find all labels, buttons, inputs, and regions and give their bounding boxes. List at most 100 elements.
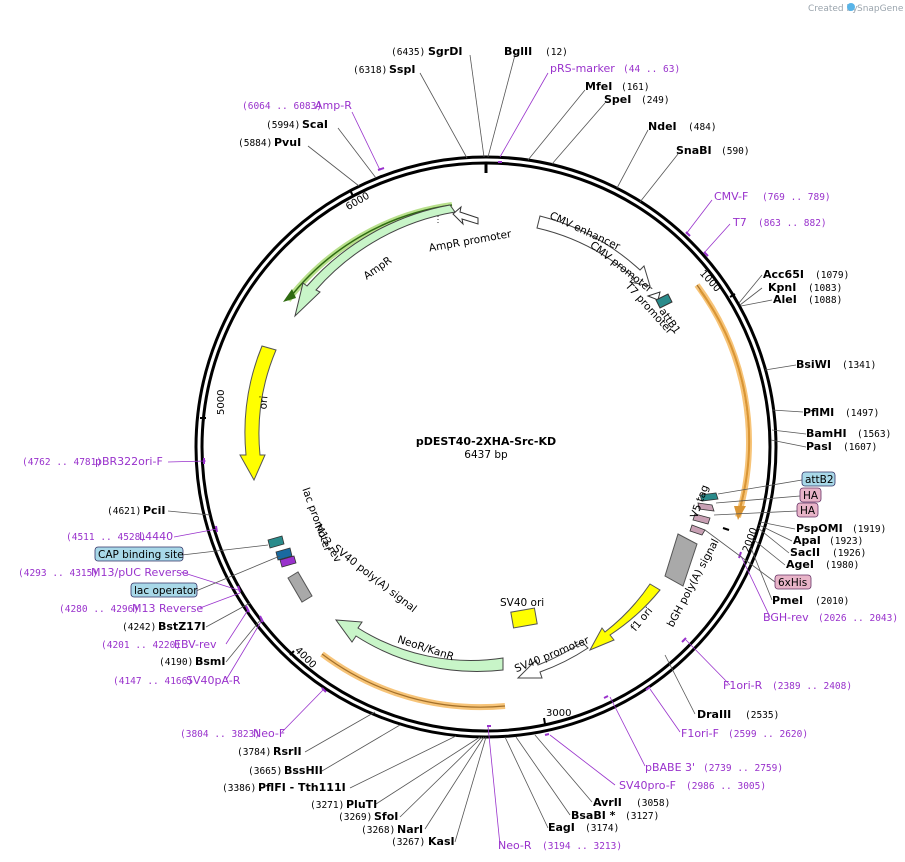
enzyme-pmei[interactable]: PmeI(2010) bbox=[772, 594, 849, 607]
enzyme-leaders bbox=[167, 54, 807, 843]
lac-operator-marker bbox=[267, 535, 285, 549]
enzyme-sgrdi[interactable]: (6435)SgrDI bbox=[391, 45, 462, 58]
primer-neo-f[interactable]: (3804 .. 3823)Neo-F bbox=[180, 727, 285, 740]
primer-pbr322ori-f[interactable]: (4762 .. 4781)pBR322ori-F bbox=[22, 455, 163, 468]
enzyme-draiii[interactable]: DraIII(2535) bbox=[697, 708, 779, 721]
primer-neo-r[interactable]: Neo-R(3194 .. 3213) bbox=[498, 839, 622, 852]
enzyme-pluti[interactable]: (3271)PluTI bbox=[310, 798, 377, 811]
ha-box-2[interactable]: HA bbox=[796, 502, 819, 518]
enzyme-ndei[interactable]: NdeI(484) bbox=[648, 120, 717, 133]
enzyme-nari[interactable]: (3268)NarI bbox=[361, 823, 423, 836]
enzyme-rsrii[interactable]: (3784)RsrII bbox=[237, 745, 302, 758]
ha-box-1[interactable]: HA bbox=[799, 487, 822, 503]
his-marker bbox=[689, 524, 706, 536]
enzyme-bstz17i[interactable]: (4242)BstZ17I bbox=[122, 620, 206, 633]
f1-ori-arrow bbox=[588, 583, 661, 652]
enzyme-pflfi-tth111i[interactable]: (3386)PflFI - Tth111I bbox=[222, 781, 346, 794]
enzyme-sspi[interactable]: (6318)SspI bbox=[353, 63, 415, 76]
enzyme-bglii[interactable]: BglII(12) bbox=[504, 45, 568, 58]
primer-m13-puc-reverse[interactable]: (4293 .. 4315)M13/pUC Reverse bbox=[18, 566, 189, 579]
primer-sv40pa-r[interactable]: (4147 .. 4166)SV40pA-R bbox=[113, 674, 241, 687]
primer-cmv-f[interactable]: CMV-F(769 .. 789) bbox=[714, 190, 831, 203]
t7-promoter-arrow bbox=[646, 291, 661, 301]
sv40-promoter-label: SV40 promoter bbox=[513, 634, 592, 675]
svg-text:6xHis: 6xHis bbox=[778, 577, 807, 589]
sv40-polya-label: SV40 poly(A) signal bbox=[331, 542, 419, 615]
tick-6000 bbox=[349, 189, 354, 197]
enzyme-pcii[interactable]: (4621)PciI bbox=[107, 504, 165, 517]
enzyme-avrii[interactable]: AvrII(3058) bbox=[593, 796, 670, 809]
enzyme-bsabi[interactable]: BsaBI *(3127) bbox=[571, 809, 659, 822]
ampr-arrow bbox=[294, 204, 456, 318]
v5-tag-label: V5 tag bbox=[688, 483, 711, 519]
enzyme-apai[interactable]: ApaI(1923) bbox=[793, 534, 863, 547]
enzyme-kpni[interactable]: KpnI(1083) bbox=[768, 281, 842, 294]
enzyme-pasi[interactable]: PasI(1607) bbox=[806, 440, 877, 453]
primer-f1ori-r[interactable]: F1ori-R(2389 .. 2408) bbox=[723, 679, 852, 692]
sv40-promoter-arrow bbox=[516, 641, 589, 679]
enzyme-sfoi[interactable]: (3269)SfoI bbox=[338, 810, 398, 823]
enzyme-bsshii[interactable]: (3665)BssHII bbox=[248, 764, 323, 777]
enzyme-mfei[interactable]: MfeI(161) bbox=[585, 80, 650, 93]
primer-t7[interactable]: T7(863 .. 882) bbox=[732, 216, 827, 229]
enzyme-alei[interactable]: AleI(1088) bbox=[773, 293, 842, 306]
ha-marker-2 bbox=[692, 513, 711, 525]
svg-text:lac operator: lac operator bbox=[134, 585, 198, 597]
ampr-promoter-arrow bbox=[452, 205, 479, 226]
ampr-label: AmpR bbox=[362, 254, 395, 282]
enzyme-bsiwi[interactable]: BsiWI(1341) bbox=[796, 358, 876, 371]
lac-operator-box[interactable]: lac operator bbox=[130, 582, 198, 598]
primer-bgh-rev[interactable]: BGH-rev(2026 .. 2043) bbox=[763, 611, 898, 624]
tick-label-3000: 3000 bbox=[546, 708, 571, 719]
ampr-promoter-label: AmpR promoter bbox=[428, 228, 513, 254]
tick-marks bbox=[200, 189, 736, 725]
svg-text:HA: HA bbox=[800, 505, 816, 517]
enzyme-snabi[interactable]: SnaBI(590) bbox=[676, 144, 750, 157]
sv40-polya-block bbox=[287, 571, 313, 603]
tick-4000 bbox=[289, 650, 295, 656]
cmv-enhancer-arrow bbox=[536, 215, 651, 287]
sv40-ori-block bbox=[510, 607, 538, 629]
primer-m13-reverse[interactable]: (4280 .. 4296)M13 Reverse bbox=[59, 602, 203, 615]
svg-text:HA: HA bbox=[803, 490, 819, 502]
insert-arrowhead bbox=[734, 506, 746, 520]
enzyme-pvui[interactable]: (5884)PvuI bbox=[238, 136, 301, 149]
attb1-marker bbox=[655, 293, 673, 309]
enzyme-agei[interactable]: AgeI(1980) bbox=[786, 558, 859, 571]
enzyme-bsmi[interactable]: (4190)BsmI bbox=[159, 655, 226, 668]
enzyme-sacii[interactable]: SacII(1926) bbox=[790, 546, 866, 559]
plasmid-name: pDEST40-2XHA-Src-KD bbox=[416, 435, 556, 448]
created-by-label: Created by bbox=[808, 4, 858, 14]
enzyme-spei[interactable]: SpeI(249) bbox=[604, 93, 670, 106]
enzyme-pspomi[interactable]: PspOMI(1919) bbox=[796, 522, 886, 535]
svg-text:CAP binding site: CAP binding site bbox=[98, 549, 184, 561]
primer-f1ori-f[interactable]: F1ori-F(2599 .. 2620) bbox=[681, 727, 808, 740]
enzyme-kasi[interactable]: (3267)KasI bbox=[391, 835, 455, 848]
enzyme-pflmi[interactable]: PflMI(1497) bbox=[803, 406, 879, 419]
attb2-box[interactable]: attB2 bbox=[801, 471, 836, 487]
primer-pbabe-3[interactable]: pBABE 3'(2739 .. 2759) bbox=[645, 761, 783, 774]
snapgene-logo-icon bbox=[847, 3, 855, 11]
snapgene-brand: SnapGene bbox=[857, 4, 904, 14]
6xhis-box[interactable]: 6xHis bbox=[774, 574, 812, 590]
primer-l4440[interactable]: (4511 .. 4528)L4440 bbox=[66, 530, 173, 543]
enzyme-acc65i[interactable]: Acc65I(1079) bbox=[763, 268, 849, 281]
enzyme-eagi[interactable]: EagI(3174) bbox=[548, 821, 619, 834]
svg-text:attB2: attB2 bbox=[805, 474, 834, 486]
neor-kanr-arrow bbox=[334, 619, 504, 672]
tick-label-5000: 5000 bbox=[216, 390, 227, 415]
primer-ebv-rev[interactable]: (4201 .. 4220)EBV-rev bbox=[101, 638, 217, 651]
enzyme-scai[interactable]: (5994)ScaI bbox=[266, 118, 328, 131]
primer-amp-r[interactable]: (6064 .. 6083)Amp-R bbox=[242, 99, 352, 112]
plasmid-length: 6437 bp bbox=[464, 449, 508, 461]
ha-marker-1 bbox=[697, 502, 715, 512]
ori-arrow bbox=[239, 345, 277, 482]
cap-binding-site-box[interactable]: CAP binding site bbox=[94, 546, 184, 562]
sv40-ori-label: SV40 ori bbox=[500, 597, 544, 609]
enzyme-bamhi[interactable]: BamHI(1563) bbox=[806, 427, 891, 440]
v5-tag-marker bbox=[699, 492, 719, 502]
primer-sv40pro-f[interactable]: SV40pro-F(2986 .. 3005) bbox=[619, 779, 766, 792]
primer-prs-marker[interactable]: pRS-marker(44 .. 63) bbox=[550, 62, 680, 75]
boxed-feature-labels: attB2 HA HA 6xHis CAP binding site lac o… bbox=[94, 471, 836, 598]
